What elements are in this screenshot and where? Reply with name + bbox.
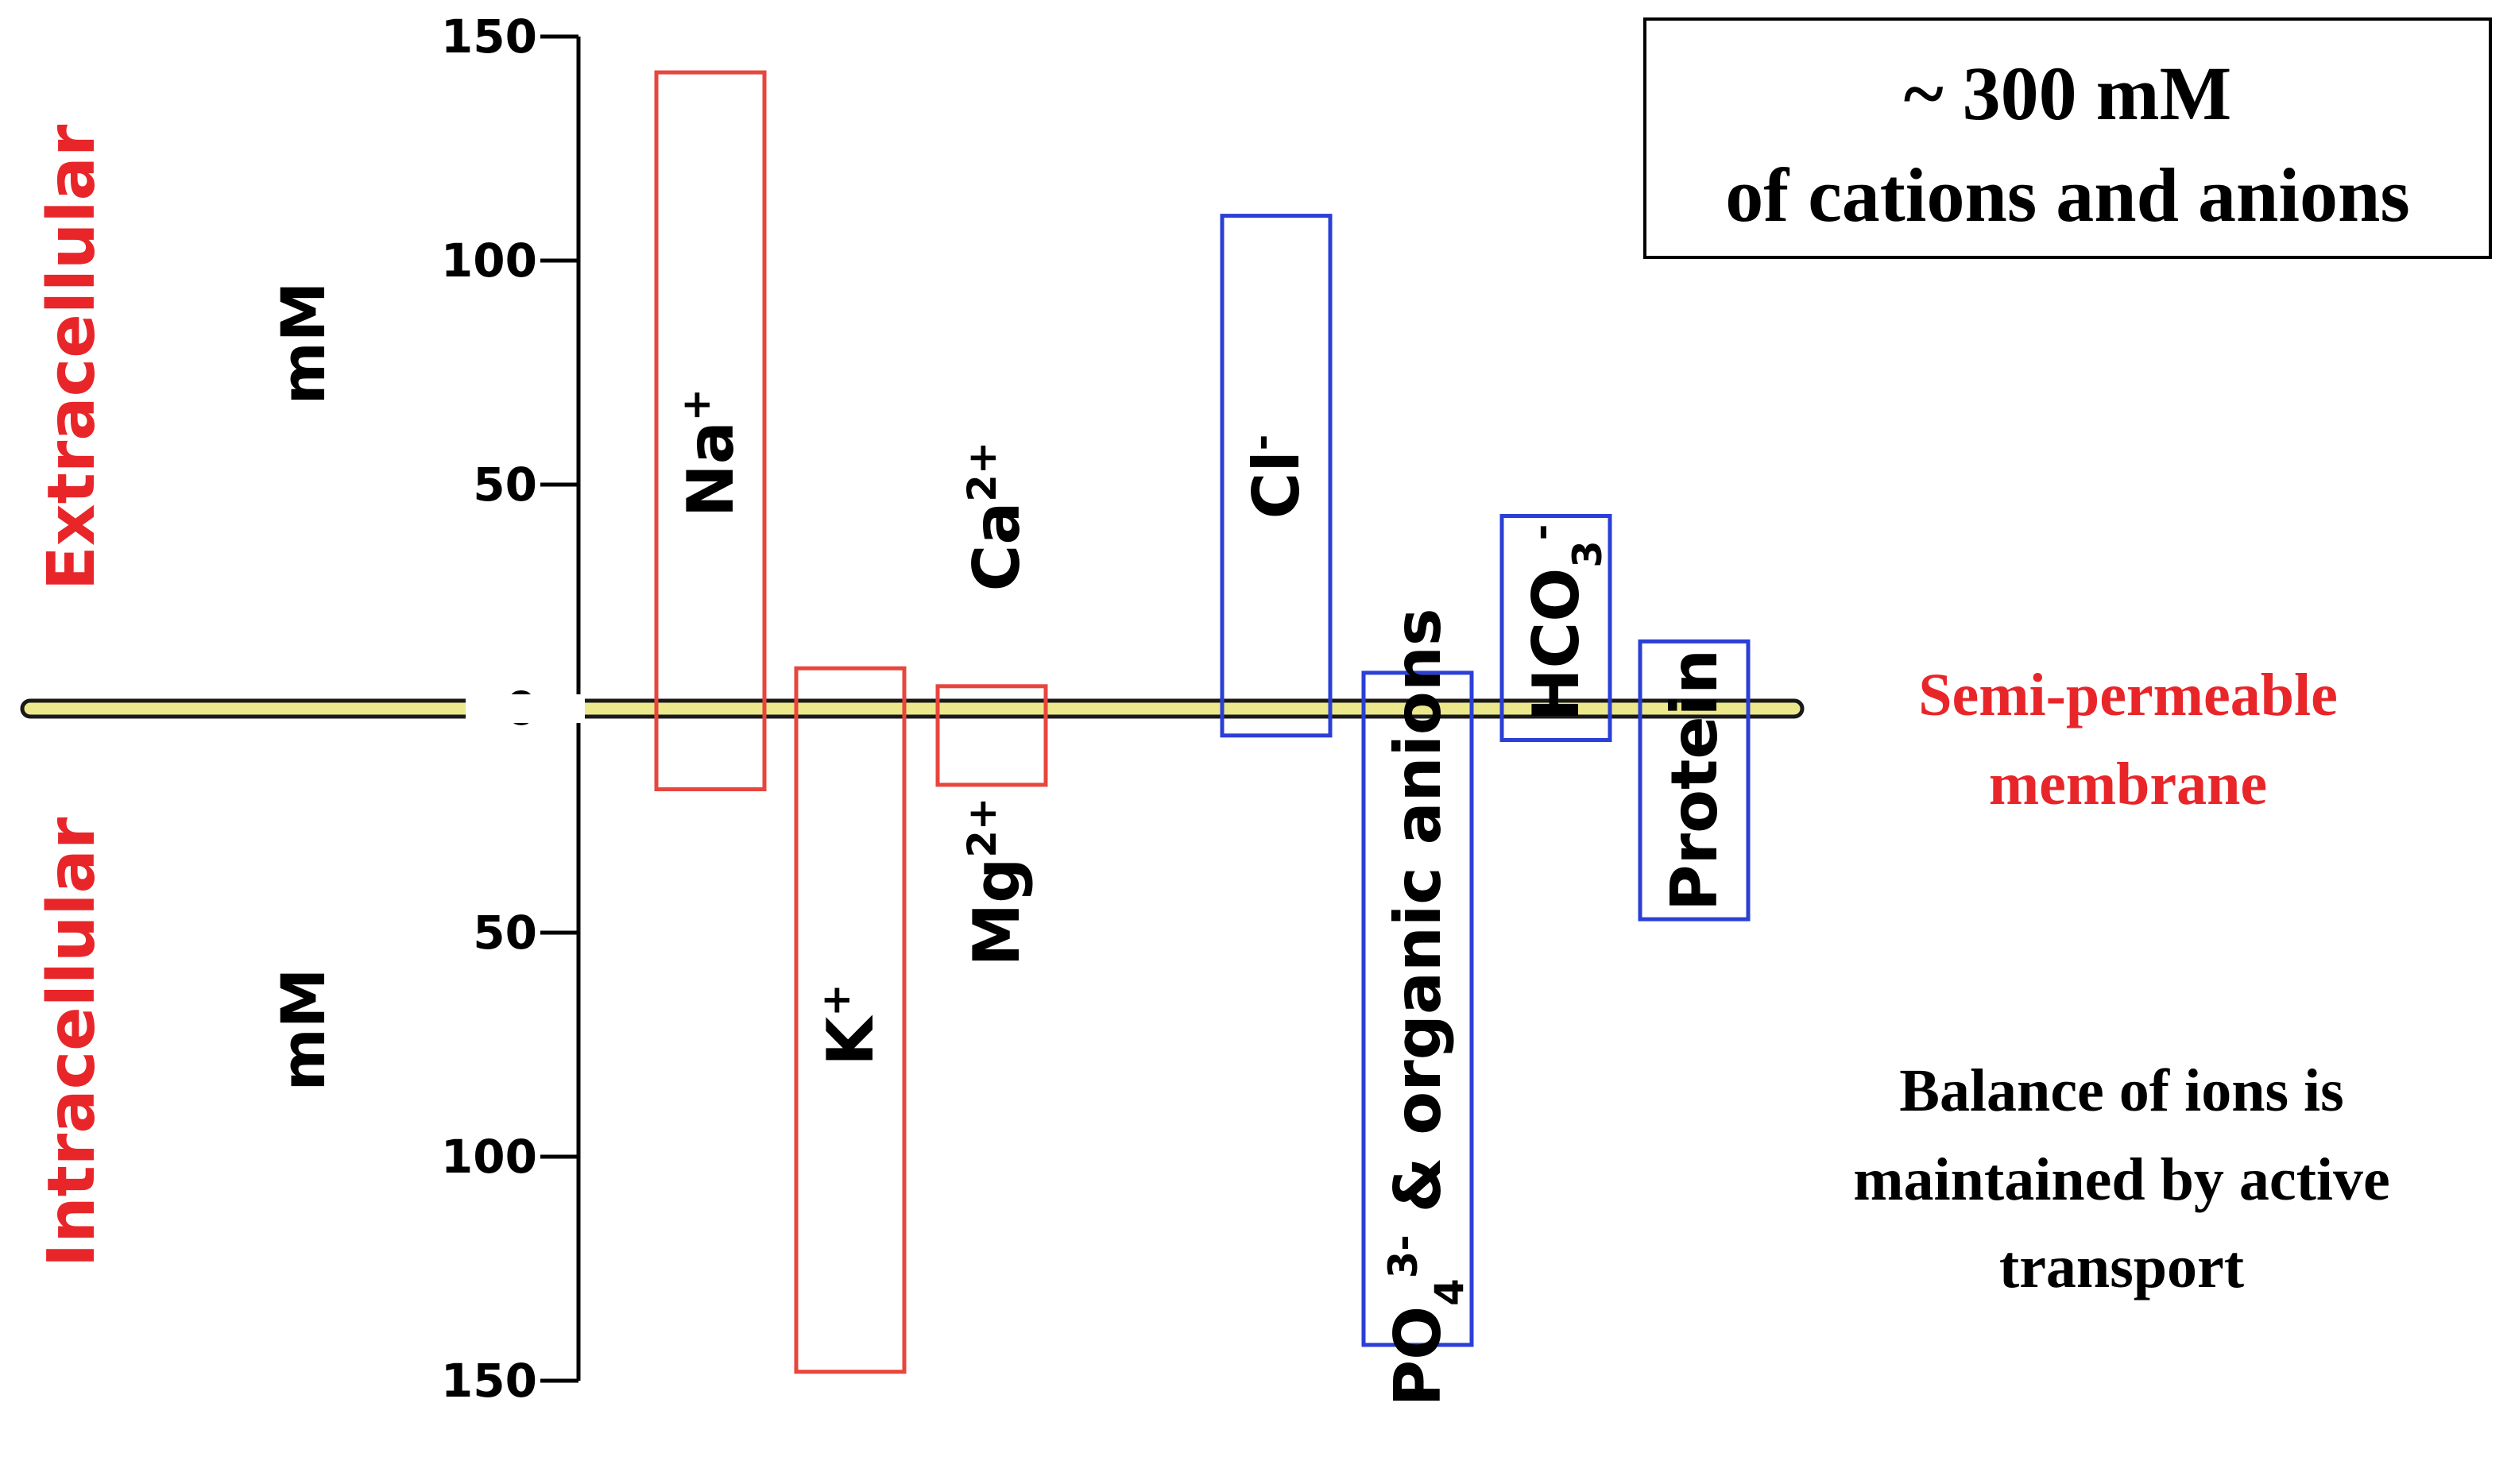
- label-mg: Mg2+: [959, 798, 1034, 967]
- y-tick-label: 50: [473, 458, 537, 512]
- membrane-label-line1: Semi-permeable: [1918, 662, 2338, 728]
- bar-k: [794, 666, 907, 1374]
- note-line1: Balance of ions is: [1899, 1057, 2344, 1124]
- bars: [654, 70, 1751, 1374]
- y-axis: 15010050050100150: [441, 10, 581, 1408]
- y-tick-label: 100: [441, 1130, 537, 1184]
- bar-ca: [935, 684, 1048, 787]
- summary-box-line2: of cations and anions: [1725, 153, 2410, 238]
- label-na: Na+: [673, 388, 748, 518]
- y-tick-label: 50: [473, 906, 537, 960]
- ion-labels: Na+ K+ Ca2+ Mg2+ Cl- PO43- & organic anions HC…: [673, 388, 1731, 1407]
- bar-hco: [1499, 513, 1612, 742]
- label-k: K+: [813, 984, 888, 1066]
- label-protein: Protein: [1658, 649, 1731, 911]
- label-po4-organic-anions: PO43- & organic anions: [1380, 609, 1472, 1407]
- bar-na: [654, 70, 767, 792]
- label-hco3: HCO3-: [1519, 524, 1611, 722]
- y-tick-label: 150: [441, 1354, 537, 1408]
- unit-label-lower: mM: [268, 968, 339, 1092]
- membrane-label-line2: membrane: [1989, 751, 2267, 817]
- zero-label-gap: [466, 694, 585, 723]
- extracellular-label: Extracellular: [34, 124, 110, 590]
- unit-label-upper: mM: [268, 282, 339, 405]
- intracellular-label: Intracellular: [34, 817, 110, 1267]
- summary-box: [1643, 17, 2492, 259]
- label-cl: Cl-: [1239, 435, 1314, 520]
- note-line2: maintained by active: [1853, 1146, 2390, 1213]
- summary-box-line1: ~ 300 mM: [1904, 51, 2232, 136]
- note-line3: transport: [1999, 1234, 2244, 1300]
- y-tick-label: 100: [441, 234, 537, 288]
- bar-po: [1361, 671, 1474, 1347]
- bar-cl: [1220, 214, 1333, 738]
- y-tick-label: 150: [441, 10, 537, 64]
- bar-protein: [1638, 639, 1751, 922]
- label-ca: Ca2+: [959, 442, 1034, 592]
